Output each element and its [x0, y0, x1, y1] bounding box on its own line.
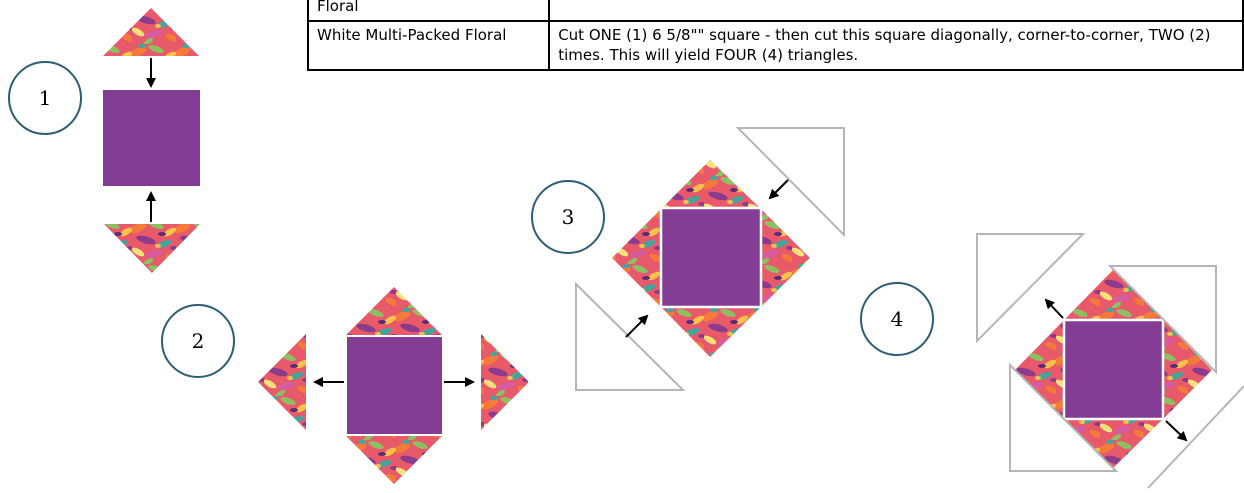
outline-triangle-icon: [1009, 362, 1119, 472]
outline-triangle-icon: [575, 281, 686, 391]
step-number-1: 1: [8, 61, 82, 135]
instruction-cell: Cut ONE (1) 6 5/8"" square - then cut th…: [548, 20, 1244, 71]
floral-triangle-icon: [346, 287, 442, 335]
arrow-icon: [625, 314, 649, 338]
table-row: Floral: [306, 0, 1244, 22]
floral-triangle-icon: [104, 224, 200, 273]
instruction-cell: [548, 0, 1244, 22]
outline-triangle-icon: [735, 127, 845, 238]
step-2-diagram: [258, 287, 529, 484]
outline-triangle-icon: [1147, 385, 1244, 489]
fabric-name: Floral: [317, 0, 359, 15]
fabric-cell: White Multi-Packed Floral: [306, 20, 551, 71]
purple-square-icon: [659, 206, 763, 309]
cutting-table: Floral White Multi-Packed Floral Cut ONE…: [306, 0, 1244, 71]
purple-square-icon: [103, 90, 200, 186]
floral-triangle-icon: [258, 334, 306, 430]
floral-triangle-icon: [481, 334, 529, 430]
purple-square-icon: [1062, 318, 1165, 421]
outline-triangle-icon: [1107, 265, 1217, 375]
step-3-diagram: [575, 127, 845, 391]
fabric-cell: Floral: [306, 0, 551, 22]
outline-triangle-icon: [976, 233, 1086, 344]
floral-triangle-icon: [346, 436, 442, 484]
arrow-icon: [768, 179, 789, 200]
table-row: White Multi-Packed Floral Cut ONE (1) 6 …: [306, 20, 1244, 71]
step-number-4: 4: [860, 282, 934, 356]
floral-triangle-icon: [103, 8, 199, 56]
step-4-diagram: [976, 233, 1244, 489]
step-number-3: 3: [531, 180, 605, 254]
arrow-icon: [1044, 298, 1064, 319]
purple-square-icon: [345, 335, 444, 436]
arrow-icon: [1165, 420, 1188, 442]
step-number-2: 2: [161, 304, 235, 378]
step-1-diagram: [103, 8, 200, 273]
